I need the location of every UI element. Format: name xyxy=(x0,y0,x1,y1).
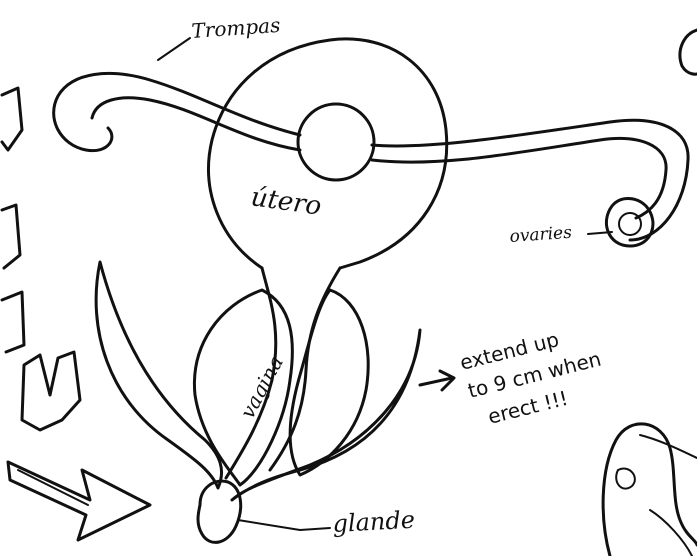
bottom-right-figure xyxy=(603,424,697,556)
label-ovaries: ovaries xyxy=(509,223,573,247)
uterus-fundus-circle xyxy=(298,104,374,180)
label-utero: útero xyxy=(249,182,323,222)
left-edge-lettering xyxy=(2,88,80,430)
label-vagina: vagina xyxy=(235,352,288,423)
uterus xyxy=(209,39,447,268)
pointer-lines xyxy=(158,38,612,530)
glans xyxy=(198,481,241,542)
label-glande: glande xyxy=(332,506,416,538)
bottom-left-arrow xyxy=(8,462,150,540)
label-trompas: Trompas xyxy=(191,13,281,43)
top-right-glyph xyxy=(680,30,697,74)
note-extend: extend up to 9 cm when erect !!! xyxy=(457,327,603,429)
